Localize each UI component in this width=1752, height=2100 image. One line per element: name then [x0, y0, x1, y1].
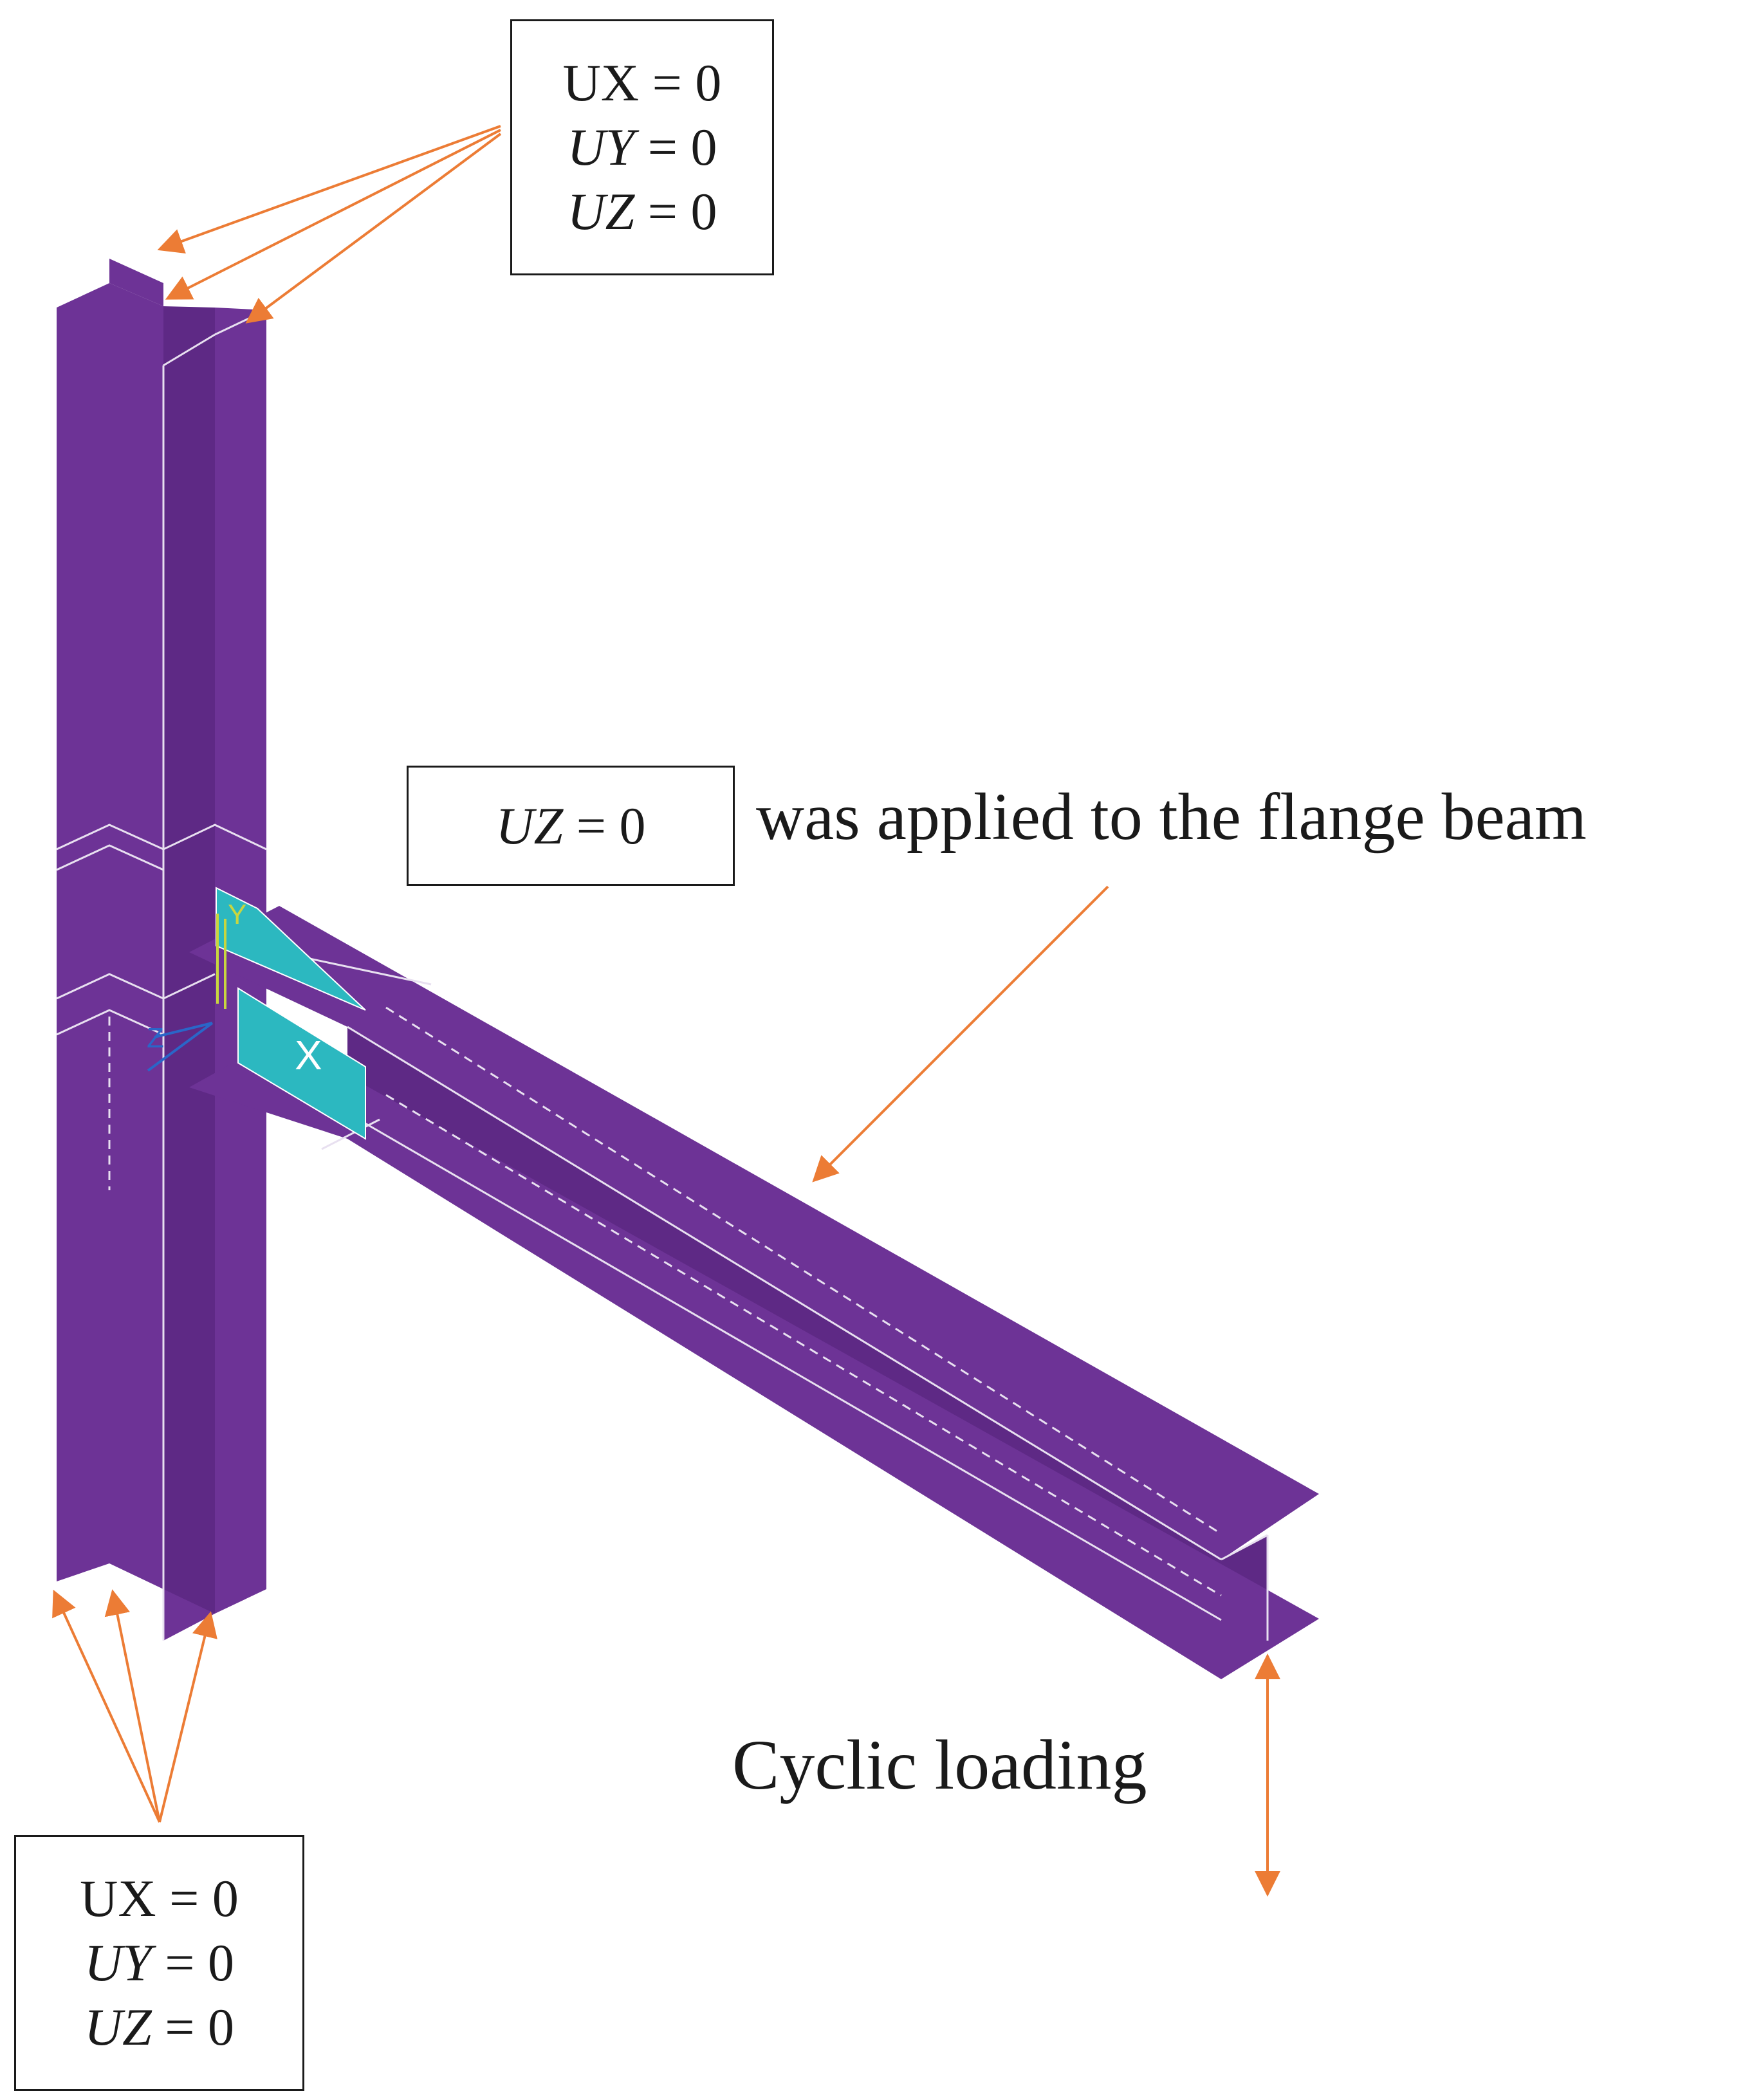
column-cap-line: [163, 333, 216, 367]
beam-mesh-line: [347, 1112, 1222, 1621]
beam-mesh-line: [385, 1094, 1222, 1597]
stiffener-plate-lower: [237, 987, 366, 1140]
top-ux-line: UX = 0: [562, 53, 722, 112]
beam-bottom-flange: [189, 1037, 1319, 1679]
column-web: [163, 306, 215, 1614]
flange-constraint-caption: was applied to the flange beam: [756, 780, 1587, 854]
column-top-cap: [109, 259, 163, 306]
bottom-support-condition-box: UX = 0 UY = 0 UZ = 0: [14, 1835, 304, 2091]
connection: Y Z X: [147, 887, 366, 1140]
bottom-arrow-1: [52, 1589, 161, 1823]
panel-zone-line: [56, 973, 216, 1000]
column: [56, 259, 267, 1641]
bottom-uy-line: UY = 0: [84, 1933, 235, 1992]
flange-uz-line: UZ = 0: [495, 796, 646, 855]
top-uy-line: UY = 0: [567, 118, 717, 176]
beam-mesh-line: [321, 1118, 380, 1150]
column-left-flange: [57, 283, 163, 1589]
bottom-arrow-2: [104, 1589, 161, 1823]
top-arrow-1: [157, 125, 501, 253]
top-arrow-2: [165, 129, 501, 300]
beam-mesh-line: [347, 1026, 1222, 1561]
panel-zone-line: [56, 824, 267, 851]
beam-end-line: [1221, 1534, 1268, 1561]
panel-zone-line: [56, 1009, 164, 1036]
bottom-ux-line: UX = 0: [80, 1869, 239, 1928]
bottom-uz-line: UZ = 0: [84, 1998, 235, 2056]
top-uz-line: UZ = 0: [567, 182, 717, 241]
axis-label-x: X: [295, 1032, 322, 1078]
triad-label-y: Y: [228, 899, 246, 930]
annotation-arrows: [52, 125, 1280, 1897]
beam: [189, 906, 1319, 1679]
flange-arrow: [812, 885, 1109, 1183]
flange-constraint-box: UZ = 0: [407, 766, 735, 886]
top-support-condition-box: UX = 0 UY = 0 UZ = 0: [510, 19, 774, 275]
triad-label-z: Z: [147, 1022, 164, 1054]
bottom-arrow-3: [158, 1611, 217, 1823]
panel-zone-line: [56, 844, 164, 871]
top-arrow-3: [245, 133, 502, 324]
cyclic-loading-caption: Cyclic loading: [732, 1726, 1147, 1804]
beam-top-flange: [189, 906, 1319, 1560]
beam-mesh-line: [385, 1006, 1222, 1535]
triad-line: [147, 1022, 214, 1072]
triad-line: [154, 1022, 213, 1038]
